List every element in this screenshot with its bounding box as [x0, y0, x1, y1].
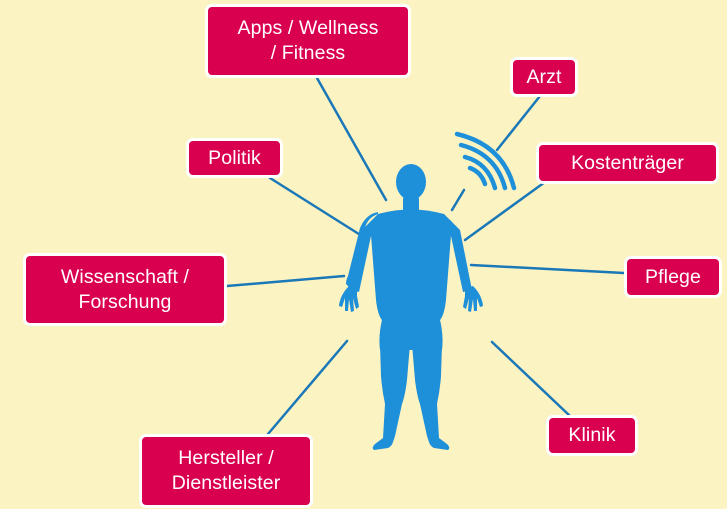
connector-pflege	[469, 263, 626, 275]
wireless-signal-icon	[454, 131, 517, 191]
connector-hersteller	[266, 339, 349, 436]
connector-wissenschaft	[225, 274, 346, 288]
node-arzt: Arzt	[510, 57, 578, 97]
connector-arzt	[495, 94, 542, 152]
node-hersteller-dienstleister: Hersteller / Dienstleister	[139, 434, 313, 508]
node-wissenschaft-forschung: Wissenschaft / Forschung	[23, 253, 227, 326]
node-kostentraeger: Kostenträger	[536, 142, 719, 184]
human-body-icon	[339, 164, 483, 450]
node-pflege: Pflege	[624, 256, 722, 298]
connector-kostentraeger	[463, 180, 547, 242]
node-apps-wellness-fitness: Apps / Wellness / Fitness	[205, 4, 411, 78]
node-politik: Politik	[186, 138, 283, 178]
node-klinik: Klinik	[546, 415, 638, 456]
connector-politik	[268, 176, 364, 238]
connector-apps	[315, 76, 388, 202]
connector-klinik	[490, 340, 572, 418]
